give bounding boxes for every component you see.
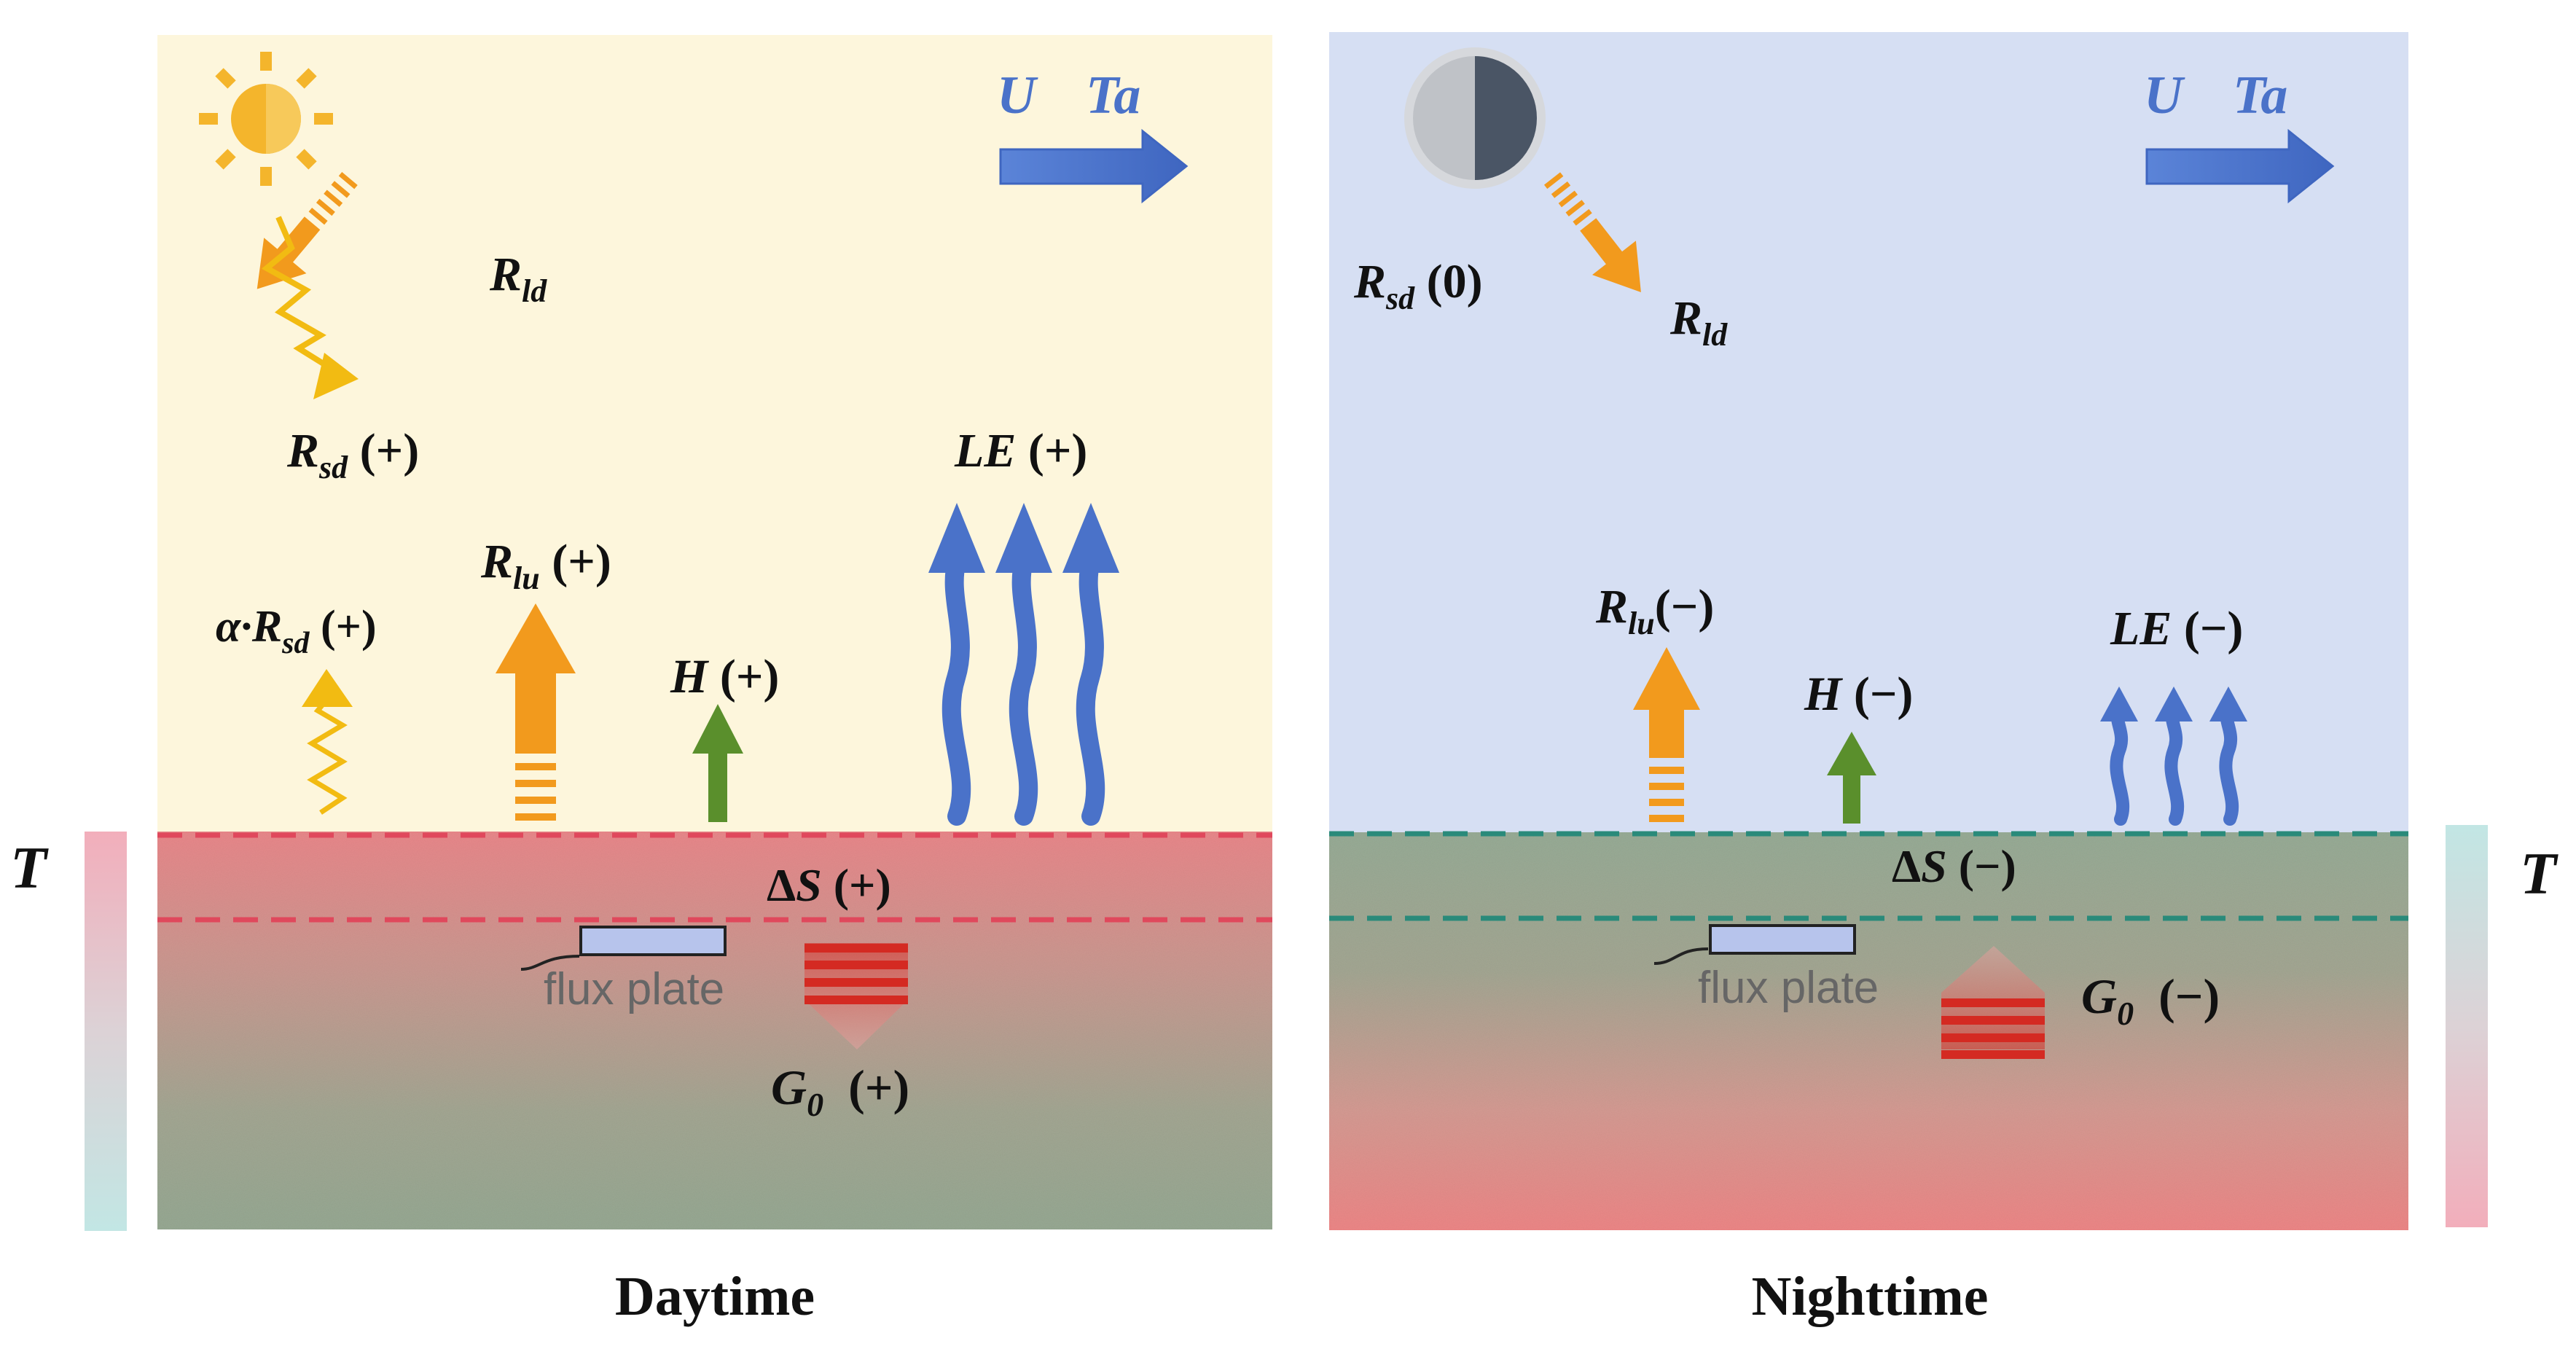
night-flux-plate (1653, 924, 1856, 965)
night-le-arrows (2100, 687, 2247, 826)
night-rlu-arrow (1633, 647, 1700, 822)
moon-icon (1404, 47, 1546, 189)
day-rlu-arrow (496, 603, 576, 821)
night-wind-ta-label: Ta (2233, 66, 2287, 125)
day-wind-u-label: U (997, 66, 1038, 125)
day-caption: Daytime (615, 1266, 815, 1327)
day-le-label: LE (+) (954, 424, 1087, 477)
night-t-bar (2446, 825, 2488, 1227)
night-rsd-label: Rsd (0) (1353, 255, 1483, 316)
night-g0-label: G0 (−) (2081, 969, 2220, 1032)
day-rlu-label: Rlu (+) (480, 535, 611, 596)
night-h-arrow (1827, 732, 1876, 824)
day-panel (85, 35, 1272, 1231)
wind-arrow-icon (2145, 128, 2335, 204)
night-h-label: H (−) (1804, 668, 1913, 721)
night-t-label: T (2520, 840, 2559, 907)
day-ds-label: ΔS (+) (767, 859, 891, 911)
night-le-label: LE (−) (2110, 602, 2243, 655)
night-flux-plate-label: flux plate (1698, 963, 1879, 1013)
day-wind-ta-label: Ta (1086, 66, 1140, 125)
night-rld-label: Rld (1669, 292, 1728, 353)
day-flux-plate-label: flux plate (544, 964, 724, 1014)
day-albedo-zigzag (302, 669, 353, 815)
night-rlu-label: Rlu(−) (1595, 580, 1714, 641)
wind-arrow-icon (999, 128, 1189, 204)
day-g0-arrow (804, 943, 908, 1049)
day-flux-plate (520, 926, 727, 971)
day-h-label: H (+) (670, 650, 779, 703)
day-albedo-label: α·Rsd (+) (216, 602, 377, 660)
day-h-arrow (692, 704, 743, 822)
day-rsd-zigzag (261, 216, 359, 399)
night-panel (1329, 32, 2488, 1230)
day-rld-label: Rld (489, 248, 547, 309)
day-rsd-label: Rsd (+) (286, 424, 419, 485)
day-g0-label: G0 (+) (771, 1060, 909, 1123)
night-ds-label: ΔS (−) (1892, 840, 2016, 892)
day-t-label: T (10, 834, 49, 901)
night-caption: Nighttime (1751, 1266, 1988, 1327)
day-t-bar (85, 832, 127, 1231)
sun-icon (199, 52, 333, 186)
night-soil (1329, 832, 2408, 1230)
night-g0-arrow (1941, 946, 2045, 1059)
day-soil (157, 832, 1272, 1229)
night-wind-u-label: U (2144, 66, 2185, 125)
day-le-arrows (928, 503, 1119, 826)
night-rld-arrow (1543, 172, 1641, 293)
